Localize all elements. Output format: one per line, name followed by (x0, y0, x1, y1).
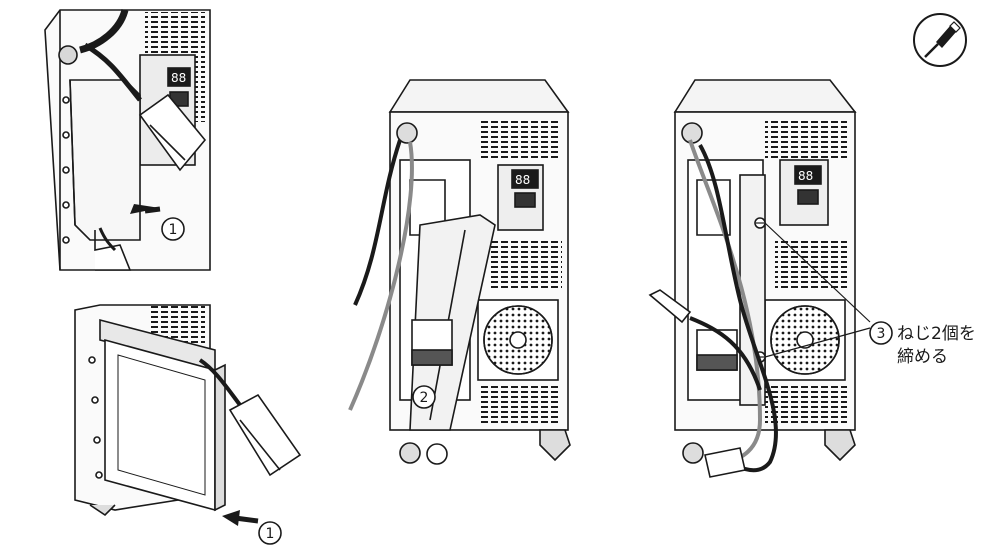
step-number-badge (258, 521, 282, 545)
display-button (797, 189, 819, 205)
caster (426, 443, 448, 465)
step-caption-line1: ねじ2個を (897, 324, 976, 344)
display-readout: 88 (515, 173, 530, 187)
cable-black (698, 144, 779, 473)
display-readout: 88 (798, 169, 813, 183)
display-readout: 88 (171, 71, 186, 85)
cable-thick (79, 8, 129, 54)
step-caption-line2: 締める (897, 347, 948, 367)
display-button (514, 192, 536, 208)
step-3-callout: 3 ねじ2個を 締める (764, 222, 976, 367)
cable-black (353, 139, 402, 306)
panel-b-side-view (74, 304, 302, 517)
step-1-callout-bottom: 1 (222, 510, 282, 545)
step-number-label: 2 (420, 390, 429, 406)
lower-connector (94, 230, 132, 271)
cabinet-top (388, 79, 570, 113)
foot (89, 504, 116, 517)
step-number-badge (161, 217, 185, 241)
screwdriver-icon (913, 13, 967, 67)
connector-plug (228, 393, 302, 477)
step-1-callout-top: 1 (130, 204, 185, 241)
caster (682, 442, 704, 464)
rivet-row (88, 356, 103, 479)
led-display (794, 165, 822, 185)
connector-plug (138, 93, 207, 172)
panel-c-front-view: 88 (348, 79, 571, 465)
step-number-label: 1 (266, 526, 275, 542)
battery-pack (104, 338, 216, 512)
leader-line-upper (764, 222, 871, 323)
battery-pack (69, 79, 141, 241)
foot (824, 429, 856, 462)
foot (539, 429, 571, 462)
cabinet-top (673, 79, 857, 113)
led-display (167, 67, 191, 87)
leader-line-lower (764, 327, 871, 358)
cable-grommet (396, 122, 418, 144)
panel-d-front-view: 88 (648, 79, 857, 478)
step-number-badge (412, 385, 436, 409)
step-number-label: 3 (877, 326, 886, 342)
rivet-row (62, 96, 70, 244)
step-number-label: 1 (169, 222, 178, 238)
cable-grommet (58, 45, 78, 65)
step-number-badge (869, 321, 893, 345)
connector-plug (648, 289, 692, 324)
step-2-callout: 2 (412, 385, 436, 409)
led-display (511, 169, 539, 189)
push-arrow-icon (222, 510, 240, 526)
caster (399, 442, 421, 464)
connector-plug (704, 447, 746, 478)
cable (198, 358, 242, 407)
cable-gray (348, 141, 414, 411)
panel-a-side-view: 88 (44, 8, 211, 271)
